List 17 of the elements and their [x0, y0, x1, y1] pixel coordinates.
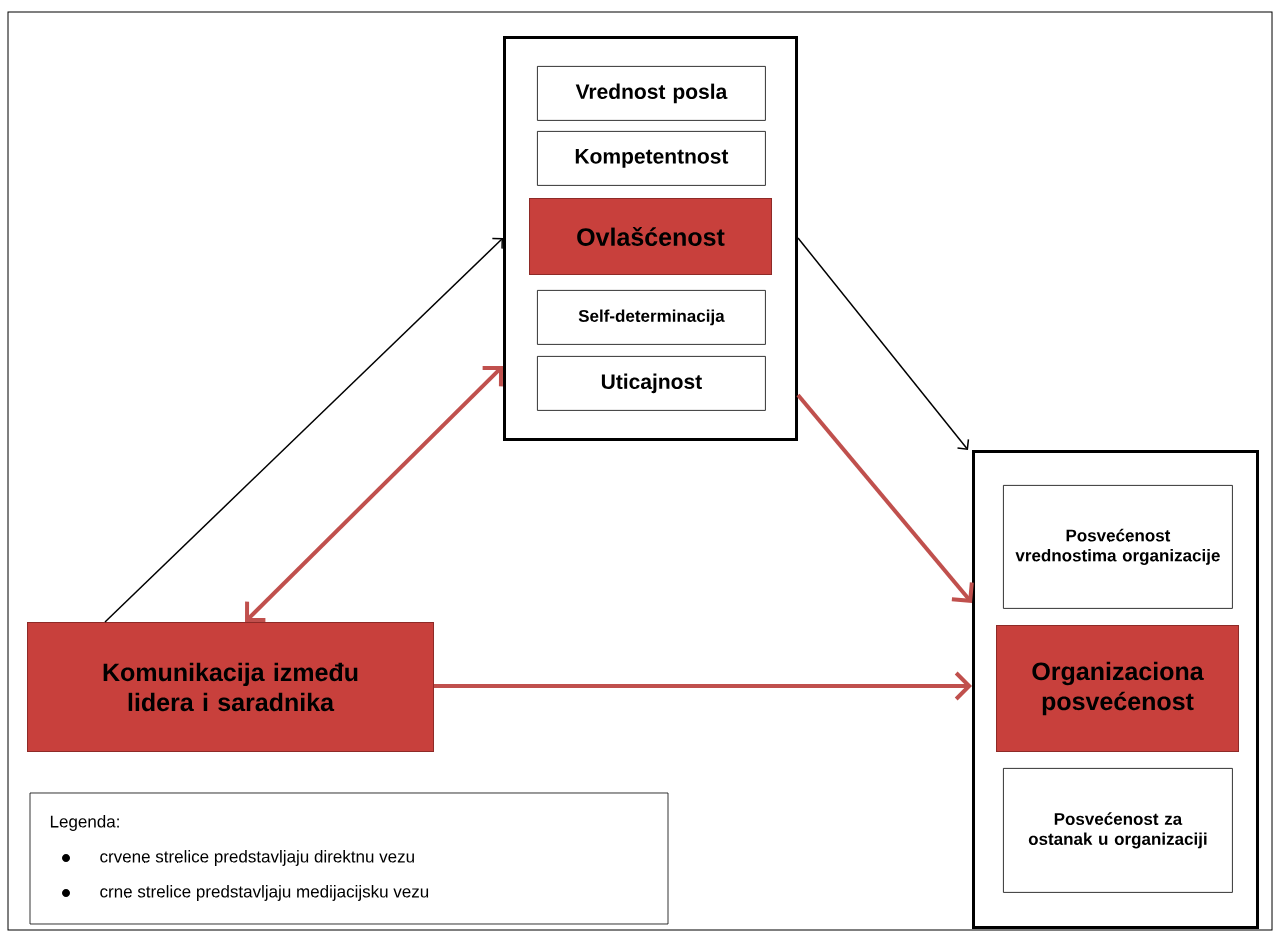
factor-box: Posvećenost za ostanak u organizaciji: [1003, 768, 1233, 893]
construct-box: Ovlašćenost: [529, 198, 772, 275]
factor-box: Kompetentnost: [537, 131, 766, 186]
arrow: [434, 671, 972, 701]
arrow: [245, 365, 503, 623]
factor-box: Posvećenost vrednostima organizacije: [1003, 485, 1233, 609]
arrow: [797, 237, 970, 450]
legend-title: Legenda:: [50, 815, 119, 831]
legend-item: crne strelice predstavljaju medijacijsku vezu: [100, 885, 429, 901]
arrow: [796, 393, 974, 603]
factor-box: Vrednost posla: [537, 66, 766, 121]
construct-box: Organizaciona posvećenost: [996, 625, 1239, 752]
factor-box: Uticajnost: [537, 356, 766, 411]
factor-box: Self-determinacija: [537, 290, 766, 345]
arrow: [104, 237, 503, 623]
legend-item: crvene strelice predstavljaju direktnu vezu: [100, 850, 414, 866]
construct-box: Komunikacija između lidera i saradnika: [27, 622, 434, 752]
